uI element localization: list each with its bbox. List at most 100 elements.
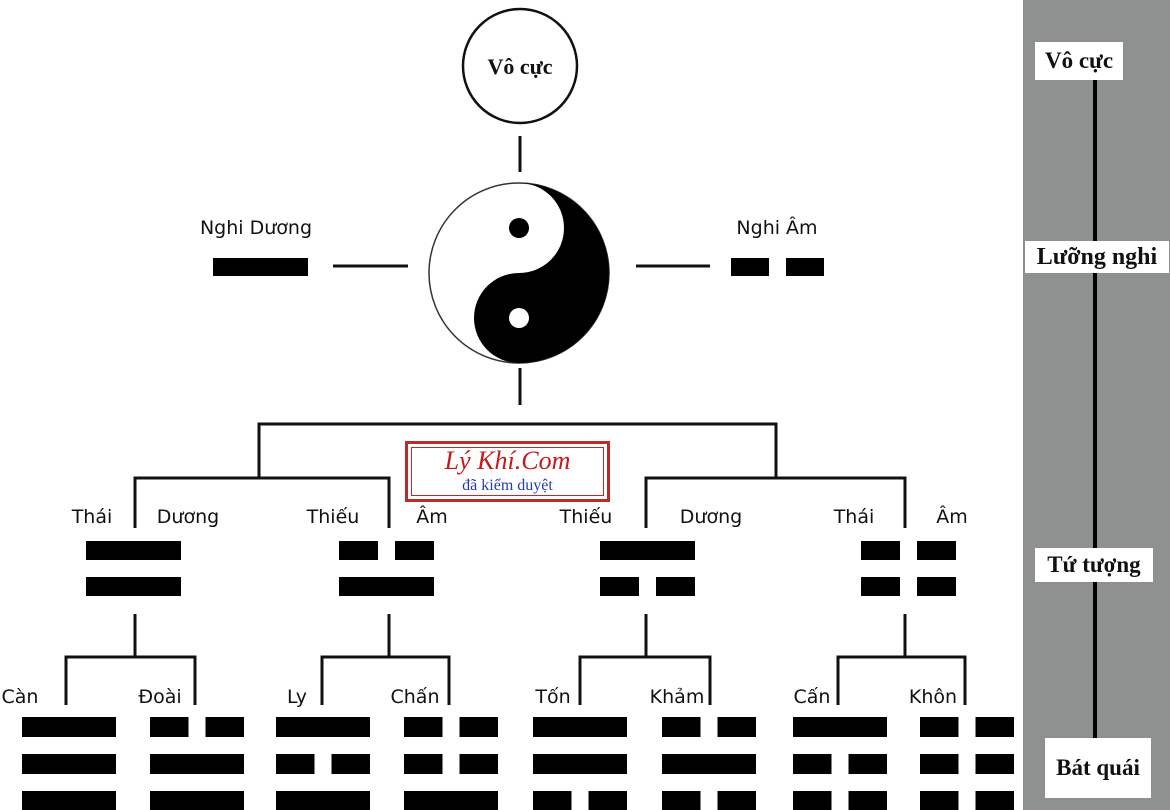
broken-bar-left (861, 577, 900, 596)
broken-bar-right (395, 541, 434, 560)
yin-line (793, 754, 887, 774)
trigram-3: Ly (276, 686, 370, 810)
bracket-line (836, 655, 967, 705)
broken-bar-left (793, 754, 832, 774)
broken-bar-right (848, 754, 887, 774)
yin-line (662, 791, 756, 810)
trigram-8: Khôn (909, 686, 1014, 810)
yin-line (920, 717, 1014, 737)
lykhi-watermark-stamp: Lý Khí.Com đã kiểm duyệt (405, 441, 610, 502)
yang-line (793, 717, 887, 737)
yin-line (404, 754, 498, 774)
broken-bar-right (459, 717, 498, 737)
solid-bar (150, 791, 244, 810)
solid-bar (533, 754, 627, 774)
broken-bar-left (276, 754, 315, 774)
tu-tuong-label-left: Thái (833, 506, 875, 528)
yang-line (276, 791, 370, 810)
yang-line (150, 791, 244, 810)
solid-bar (662, 754, 756, 774)
yang-line (339, 577, 434, 596)
nghi-duong-label: Nghi Dương (200, 217, 312, 239)
solid-bar (86, 541, 181, 560)
vo-cuc-label: Vô cực (487, 54, 552, 79)
tu-tuong-label-right: Dương (157, 506, 219, 528)
broken-bar-left (861, 541, 900, 560)
level-label-tu-tuong: Tứ tượng (1035, 548, 1153, 582)
solid-bar (404, 791, 498, 810)
broken-bar-left (339, 541, 378, 560)
level-label-luong-nghi: Lưỡng nghi (1025, 241, 1169, 273)
solid-bar (339, 577, 434, 596)
empty-circle-icon (461, 7, 579, 125)
tu-tuong-label-left: Thiếu (559, 506, 613, 528)
yin-line (150, 717, 244, 737)
broken-bar-left (662, 791, 701, 810)
yang-line (22, 754, 116, 774)
trigram-6: Khảm (650, 686, 756, 810)
broken-bar-left (150, 717, 189, 737)
broken-bar-right (656, 577, 695, 596)
bracket-line (320, 655, 451, 705)
broken-bar-left (533, 791, 572, 810)
broken-bar-right (848, 791, 887, 810)
trigram-label: Ly (287, 686, 307, 708)
solid-bar (600, 541, 695, 560)
broken-bar-left (920, 791, 959, 810)
tu-tuong-node: Thái Âm (833, 505, 968, 657)
yin-line (662, 717, 756, 737)
yin-line (533, 791, 627, 810)
bracket-line (257, 422, 778, 478)
yang-line (533, 717, 627, 737)
trigram-label: Đoài (138, 686, 181, 708)
broken-bar-right (588, 791, 627, 810)
yang-line (276, 717, 370, 737)
trigram-7: Cấn (793, 686, 887, 810)
tu-tuong-label-right: Âm (936, 505, 968, 528)
yang-line (600, 541, 695, 560)
solid-bar (22, 717, 116, 737)
yang-line (404, 791, 498, 810)
yin-line (600, 577, 695, 596)
bracket-line (133, 476, 391, 528)
level-label-bat-quai: Bát quái (1045, 738, 1151, 798)
broken-bar-left (404, 717, 443, 737)
yin-line (920, 754, 1014, 774)
yin-line (404, 717, 498, 737)
solid-bar (22, 791, 116, 810)
solid-bar (213, 258, 308, 276)
yang-line (22, 791, 116, 810)
trigram-label: Tốn (534, 686, 570, 708)
solid-bar (533, 717, 627, 737)
solid-bar (150, 754, 244, 774)
trigram-4: Chấn (391, 686, 498, 810)
yin-yang-icon (428, 182, 610, 364)
yin-line (920, 791, 1014, 810)
broken-bar-left (404, 754, 443, 774)
yin-line (861, 577, 956, 596)
yin-line (861, 541, 956, 560)
yang-line (213, 258, 308, 276)
yin-line (339, 541, 434, 560)
trigram-label: Khảm (650, 686, 705, 708)
broken-bar-left (920, 717, 959, 737)
trigram-label: Chấn (391, 686, 440, 708)
broken-bar-right (917, 577, 956, 596)
tu-tuong-label-right: Dương (680, 506, 742, 528)
yin-line (276, 754, 370, 774)
broken-bar-right (786, 258, 824, 276)
solid-bar (276, 717, 370, 737)
yang-line (662, 754, 756, 774)
trigram-1: Càn (2, 686, 116, 810)
trigram-label: Cấn (794, 686, 831, 708)
broken-bar-right (459, 754, 498, 774)
yang-line (86, 541, 181, 560)
broken-bar-left (731, 258, 769, 276)
broken-bar-left (793, 791, 832, 810)
trigram-label: Khôn (909, 686, 957, 708)
trigram-label: Càn (2, 686, 39, 708)
trigram-5: Tốn (533, 686, 627, 810)
nghi-am-label: Nghi Âm (736, 216, 817, 239)
trigram-2: Đoài (138, 686, 244, 810)
